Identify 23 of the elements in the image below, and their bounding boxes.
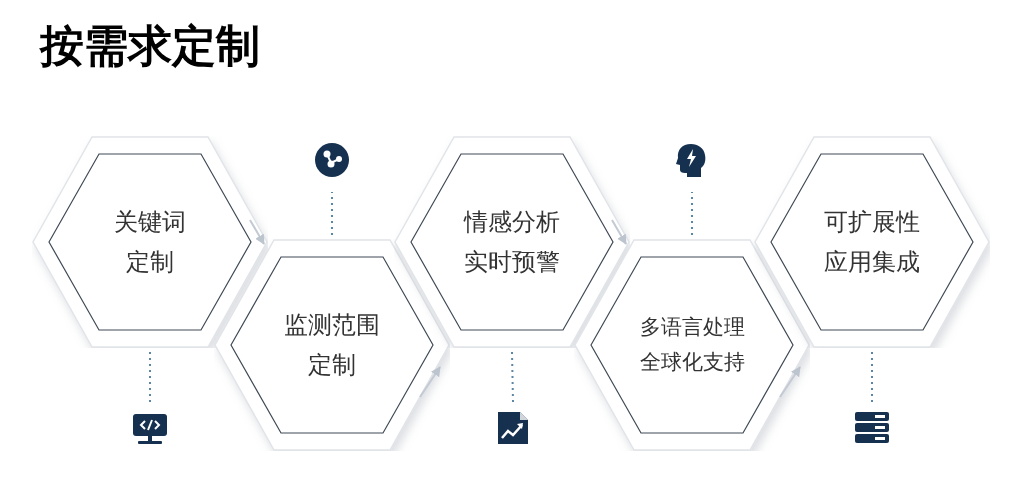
- hexagon-node: [394, 136, 630, 348]
- node-label: 监测范围定制: [283, 310, 381, 380]
- server-icon: [854, 410, 890, 446]
- hexagon-node: [32, 136, 268, 348]
- arrow: [249, 219, 265, 245]
- arrow: [779, 366, 801, 398]
- dotted-connector: [511, 351, 514, 403]
- dotted-connector: [871, 351, 873, 403]
- node-label: 情感分析实时预警: [462, 207, 561, 277]
- arrow: [611, 219, 627, 245]
- page-title: 按需求定制: [40, 20, 260, 72]
- hexagon-node: [214, 239, 450, 451]
- node-label: 多语言处理全球化支持: [638, 314, 746, 375]
- hexagon-node: [574, 239, 810, 451]
- arrow: [419, 366, 441, 398]
- hexagon-node: [754, 136, 990, 348]
- dotted-connector: [149, 351, 151, 403]
- node-label: 可扩展性应用集成: [823, 207, 921, 277]
- dotted-connector: [331, 191, 333, 236]
- dotted-connector: [691, 191, 693, 236]
- node-label: 关键词定制: [113, 207, 187, 277]
- chart-document-icon: [495, 410, 531, 446]
- share-icon: [314, 142, 350, 178]
